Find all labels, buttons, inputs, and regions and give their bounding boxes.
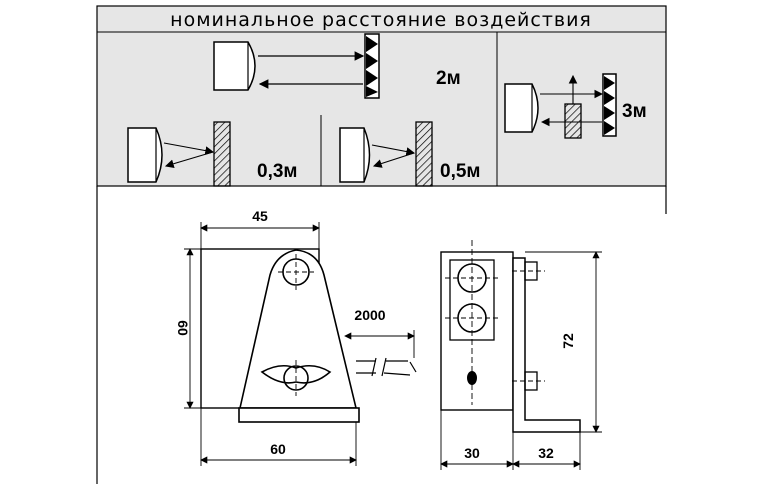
range-label-reflector: 2м (436, 68, 461, 89)
dim-base-width: 60 (270, 441, 286, 457)
target-surface-icon (213, 121, 231, 187)
front-view (184, 222, 417, 466)
diffuse-long-diagram (339, 121, 433, 187)
dim-bracket-depth: 32 (538, 445, 554, 461)
object-icon (564, 103, 582, 139)
dim-cable-length: 2000 (354, 307, 385, 323)
range-label-retro: 3м (622, 101, 647, 122)
side-view (440, 240, 602, 470)
sensor-body-icon (213, 41, 256, 91)
sensor-body-icon (504, 83, 539, 133)
target-surface-icon (415, 121, 433, 187)
reflector-icon (602, 73, 617, 137)
retro-barrier-diagram (504, 73, 617, 139)
range-label-diffuse-long: 0,5м (440, 161, 480, 182)
dim-side-height: 72 (560, 333, 576, 349)
reflector-icon (364, 33, 380, 99)
header-title: номинальное расстояние воздействия (170, 9, 592, 31)
sensor-body-icon (127, 127, 163, 183)
dimension-drawing-panel (96, 186, 667, 484)
dim-side-depth: 30 (464, 445, 480, 461)
range-label-diffuse-short: 0,3м (257, 161, 297, 182)
dim-height-left: 60 (175, 320, 191, 336)
diffuse-short-diagram (127, 121, 231, 187)
reflector-mode-diagram (213, 33, 380, 99)
sensor-body-icon (339, 127, 371, 183)
dim-width-top: 45 (252, 208, 268, 224)
detection-range-panel (96, 5, 667, 187)
